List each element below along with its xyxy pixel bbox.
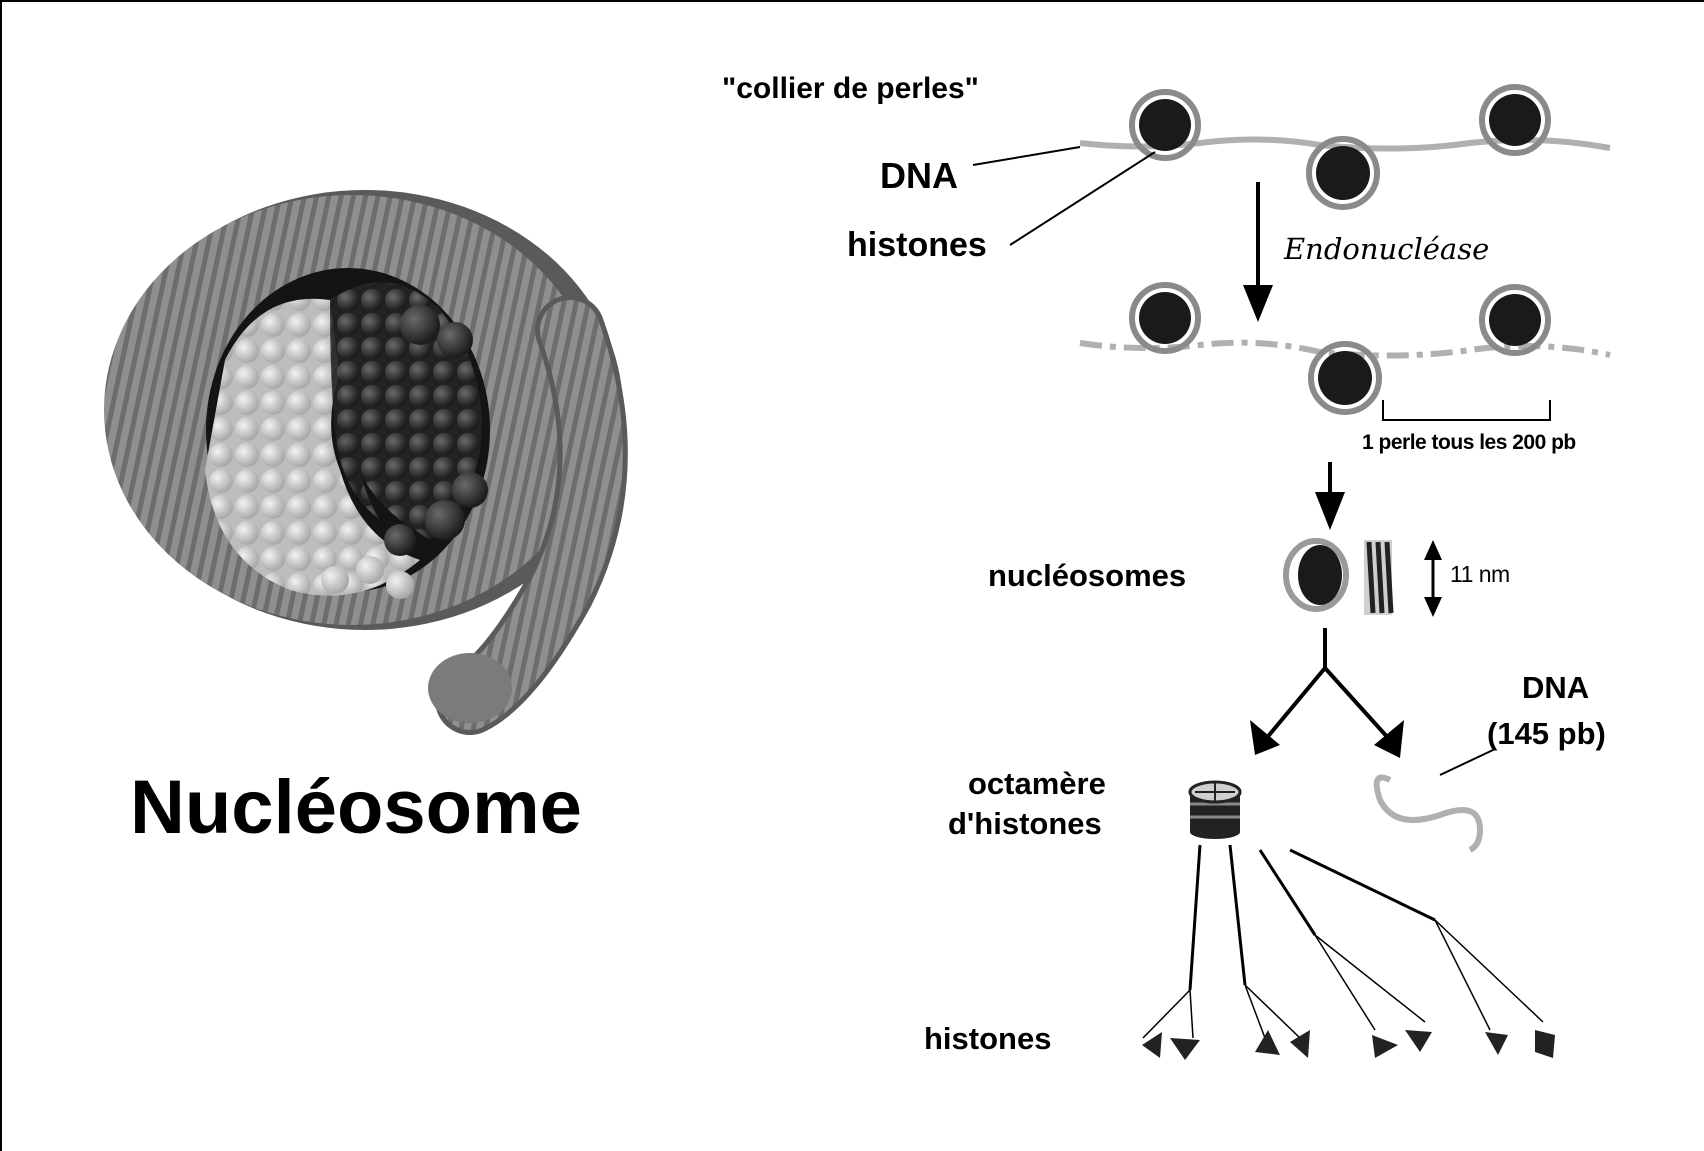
- bead: [1482, 87, 1548, 153]
- histones-leader-line: [1010, 152, 1155, 245]
- free-dna-leader: [1440, 750, 1493, 775]
- spacing-bracket: [1383, 400, 1550, 420]
- dna-coil-end: [428, 653, 512, 723]
- label-dna-free-2: (145 pb): [1487, 718, 1606, 749]
- label-size: 11 nm: [1450, 563, 1510, 586]
- bead: [1311, 344, 1379, 412]
- label-histones-bottom: histones: [924, 1023, 1051, 1054]
- label-octamere-1: octamère: [968, 768, 1106, 799]
- split-arrows: [1250, 628, 1404, 758]
- nucleosome-icons: [1286, 540, 1442, 617]
- cut-beads: [1080, 285, 1610, 420]
- label-spacing: 1 perle tous les 200 pb: [1362, 432, 1576, 453]
- histone-split-lines: [1143, 845, 1543, 1038]
- nucleosome-title: Nucléosome: [130, 770, 582, 846]
- beads-on-string: [973, 87, 1610, 245]
- label-dna-top: DNA: [880, 158, 958, 194]
- octamer-icon: [1190, 782, 1240, 839]
- bead: [1132, 285, 1198, 351]
- histone-wedges: [1142, 1030, 1555, 1060]
- bead: [1309, 139, 1377, 207]
- label-dna-free-1: DNA: [1522, 672, 1589, 703]
- free-dna-squiggle: [1377, 778, 1480, 851]
- dna-leader-line: [973, 147, 1080, 165]
- label-collier: "collier de perles": [722, 74, 979, 104]
- bead: [1132, 92, 1198, 158]
- bead: [1482, 287, 1548, 353]
- label-endonuclease: Endonucléase: [1284, 235, 1489, 264]
- label-histones-top: histones: [847, 228, 987, 262]
- label-nucleosomes: nucléosomes: [988, 560, 1186, 591]
- nucleosome-illustration: [104, 190, 623, 723]
- label-octamere-2: d'histones: [948, 808, 1102, 839]
